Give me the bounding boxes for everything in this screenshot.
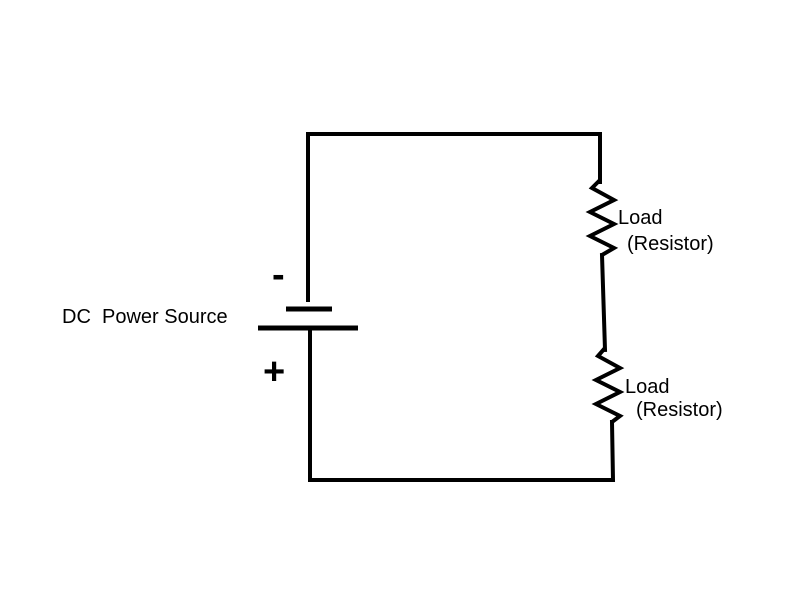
- resistor-zigzag-1: [585, 178, 619, 257]
- wire-right-middle: [599, 252, 608, 353]
- wire-bottom: [308, 328, 616, 482]
- load-resistor-2-sublabel: (Resistor): [636, 399, 723, 421]
- load-resistor-2-label: Load: [625, 376, 670, 398]
- battery-negative-sign: -: [272, 254, 285, 296]
- wire-top: [306, 132, 602, 302]
- load-resistor-1-sublabel: (Resistor): [627, 233, 714, 255]
- circuit-wires: [306, 132, 616, 482]
- dc-power-source-label: DC Power Source: [62, 306, 228, 328]
- load-resistor-2: Load (Resistor): [591, 346, 723, 424]
- load-resistor-1: Load (Resistor): [585, 178, 714, 257]
- dc-power-source-symbol: - +: [258, 254, 358, 393]
- load-resistor-1-label: Load: [618, 207, 663, 229]
- battery-positive-sign: +: [263, 351, 285, 393]
- resistor-zigzag-2: [591, 346, 625, 424]
